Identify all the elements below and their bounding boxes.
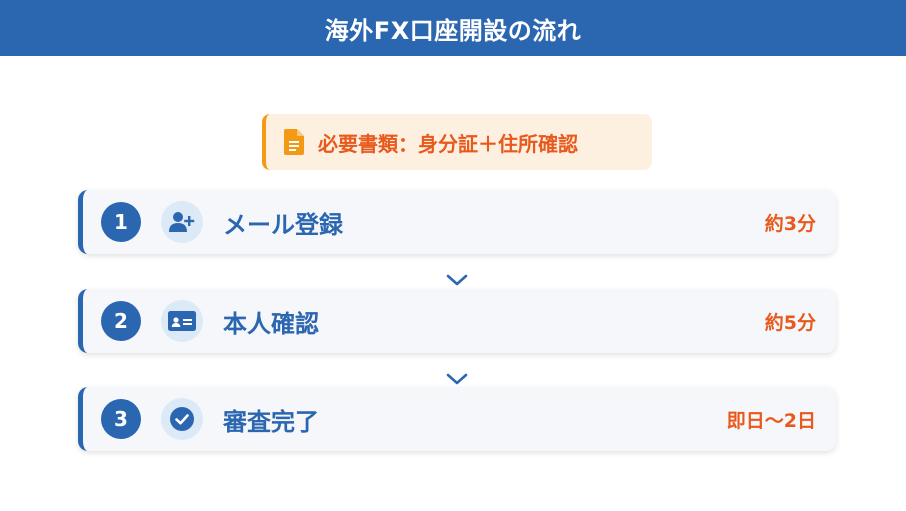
step-time: 即日〜2日 (726, 409, 816, 432)
page-header: 海外FX口座開設の流れ (0, 0, 906, 56)
step-identity-verification: 2 本人確認 約5分 (78, 289, 836, 353)
user-plus-icon (169, 212, 195, 232)
step-icon-holder (161, 300, 203, 342)
step-number: 1 (101, 202, 141, 242)
step-label: 本人確認 (223, 309, 319, 338)
step-label: 審査完了 (223, 407, 319, 436)
check-circle-icon (170, 407, 194, 431)
id-card-icon (168, 311, 196, 331)
step-icon-holder (161, 398, 203, 440)
step-number: 2 (101, 301, 141, 341)
chevron-down-icon (446, 274, 468, 286)
chevron-down-icon (446, 373, 468, 385)
page-title: 海外FX口座開設の流れ (324, 16, 582, 45)
document-icon (284, 129, 304, 155)
step-icon-holder (161, 201, 203, 243)
step-number: 3 (101, 399, 141, 439)
step-time: 約5分 (764, 311, 816, 334)
step-time: 約3分 (764, 212, 816, 235)
step-email-registration: 1 メール登録 約3分 (78, 190, 836, 254)
required-documents-label: 必要書類：身分証＋住所確認 (318, 131, 578, 156)
step-label: メール登録 (223, 210, 343, 239)
step-review-complete: 3 審査完了 即日〜2日 (78, 387, 836, 451)
required-documents-badge: 必要書類：身分証＋住所確認 (262, 114, 652, 170)
